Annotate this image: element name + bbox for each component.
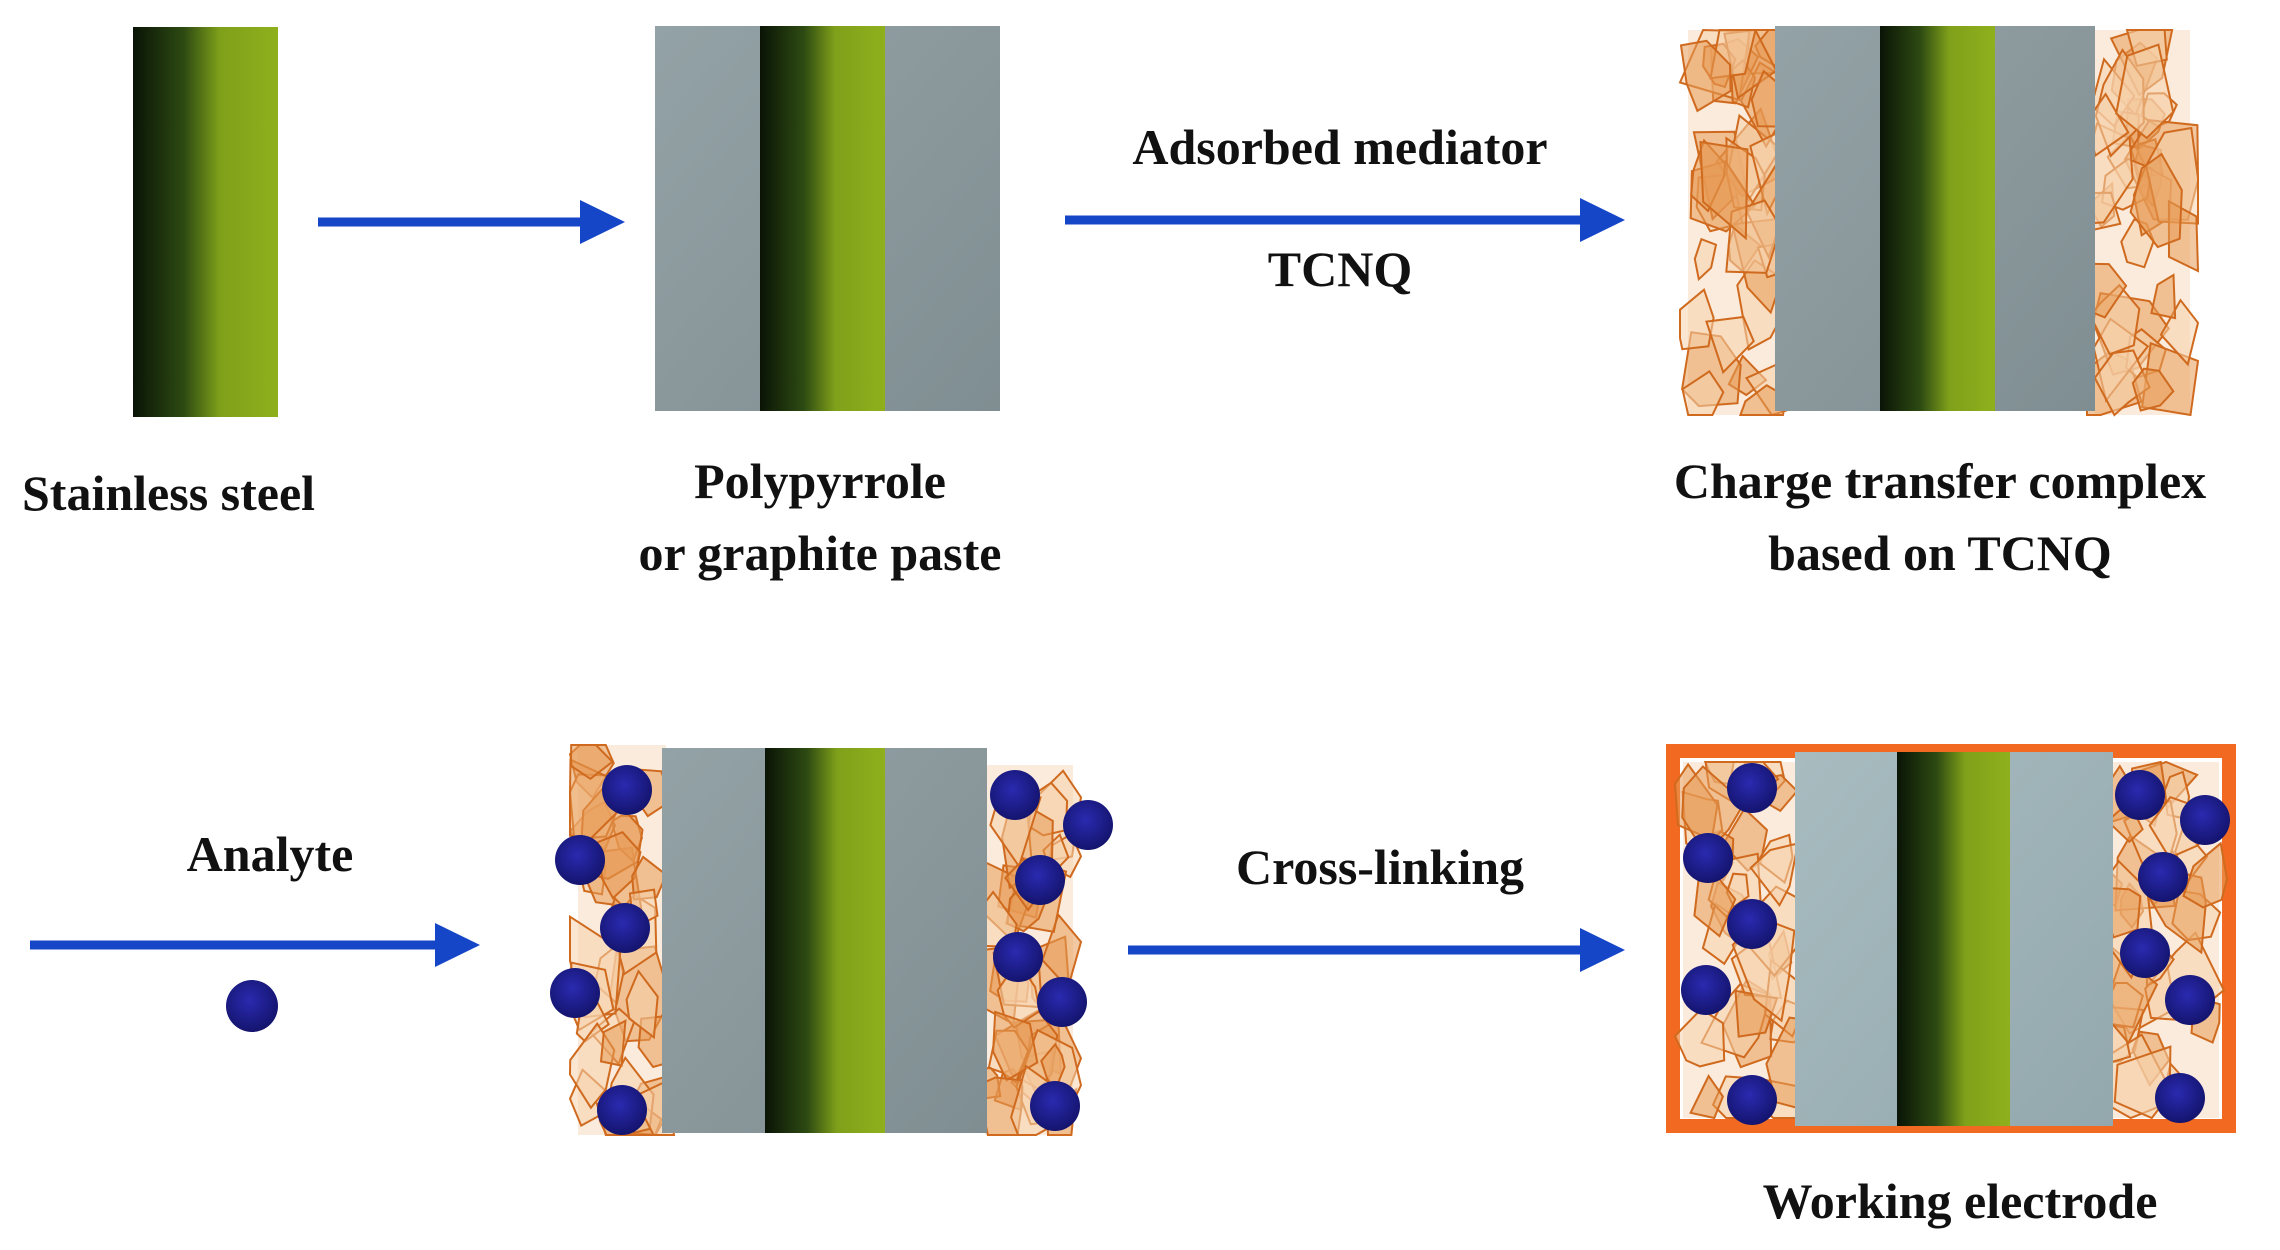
analyte-ball-icon — [2180, 795, 2230, 845]
label-stainless-steel: Stainless steel — [22, 465, 316, 521]
working-electrode-rod — [1666, 744, 2236, 1133]
arrow-analyte — [30, 923, 480, 967]
analyte-rod — [550, 744, 1113, 1137]
analyte-balls — [1681, 763, 2230, 1125]
analyte-ball-icon — [2115, 770, 2165, 820]
stainless-steel-rod — [133, 27, 278, 417]
analyte-ball-icon — [1037, 977, 1087, 1027]
analyte-ball-icon — [555, 835, 605, 885]
analyte-ball-icon — [550, 968, 600, 1018]
analyte-ball-icon — [1727, 1075, 1777, 1125]
arrow-1 — [318, 200, 625, 244]
analyte-ball-icon — [602, 765, 652, 815]
label-polypyrrole: Polypyrrole or graphite paste — [560, 456, 1080, 578]
analyte-ball-icon — [1683, 833, 1733, 883]
label-tcnq: TCNQ — [1267, 241, 1413, 297]
analyte-ball-icon — [2155, 1073, 2205, 1123]
analyte-ball-icon — [1015, 855, 1065, 905]
analyte-ball-icon — [2138, 852, 2188, 902]
analyte-ball-icon — [1727, 763, 1777, 813]
analyte-ball-icon — [1063, 800, 1113, 850]
crystal-layer-right — [975, 765, 1083, 1136]
analyte-ball-icon — [600, 903, 650, 953]
crystal-layer-right — [2085, 29, 2200, 417]
analyte-ball-icon — [1727, 899, 1777, 949]
label-charge-transfer-complex: Charge transfer complex based on TCNQ — [1600, 456, 2280, 578]
label-working-electrode: Working electrode — [1762, 1173, 2158, 1229]
label-ctc-line2: based on TCNQ — [1768, 525, 2112, 581]
arrow-mediator — [1065, 198, 1625, 242]
analyte-balls — [550, 765, 1113, 1135]
analyte-ball-icon — [2120, 928, 2170, 978]
label-analyte: Analyte — [186, 826, 354, 882]
label-ctc-line1: Charge transfer complex — [1673, 453, 2207, 509]
label-adsorbed-mediator: Adsorbed mediator — [1132, 119, 1548, 175]
analyte-ball-icon — [1681, 965, 1731, 1015]
analyte-ball-icon — [990, 770, 1040, 820]
analyte-ball-icon — [597, 1085, 647, 1135]
coated-rod — [655, 26, 1000, 411]
analyte-ball-icon — [1030, 1081, 1080, 1131]
arrow-crosslinking — [1128, 928, 1625, 972]
label-cross-linking: Cross-linking — [1235, 839, 1525, 895]
analyte-ball-icon — [226, 980, 278, 1032]
analyte-ball-icon — [2165, 975, 2215, 1025]
ctc-rod — [1678, 26, 2200, 417]
crystal-layer-left — [1678, 28, 1788, 417]
label-polypyrrole-line1: Polypyrrole — [694, 453, 946, 509]
label-polypyrrole-line2: or graphite paste — [638, 525, 1002, 581]
analyte-ball-icon — [993, 932, 1043, 982]
